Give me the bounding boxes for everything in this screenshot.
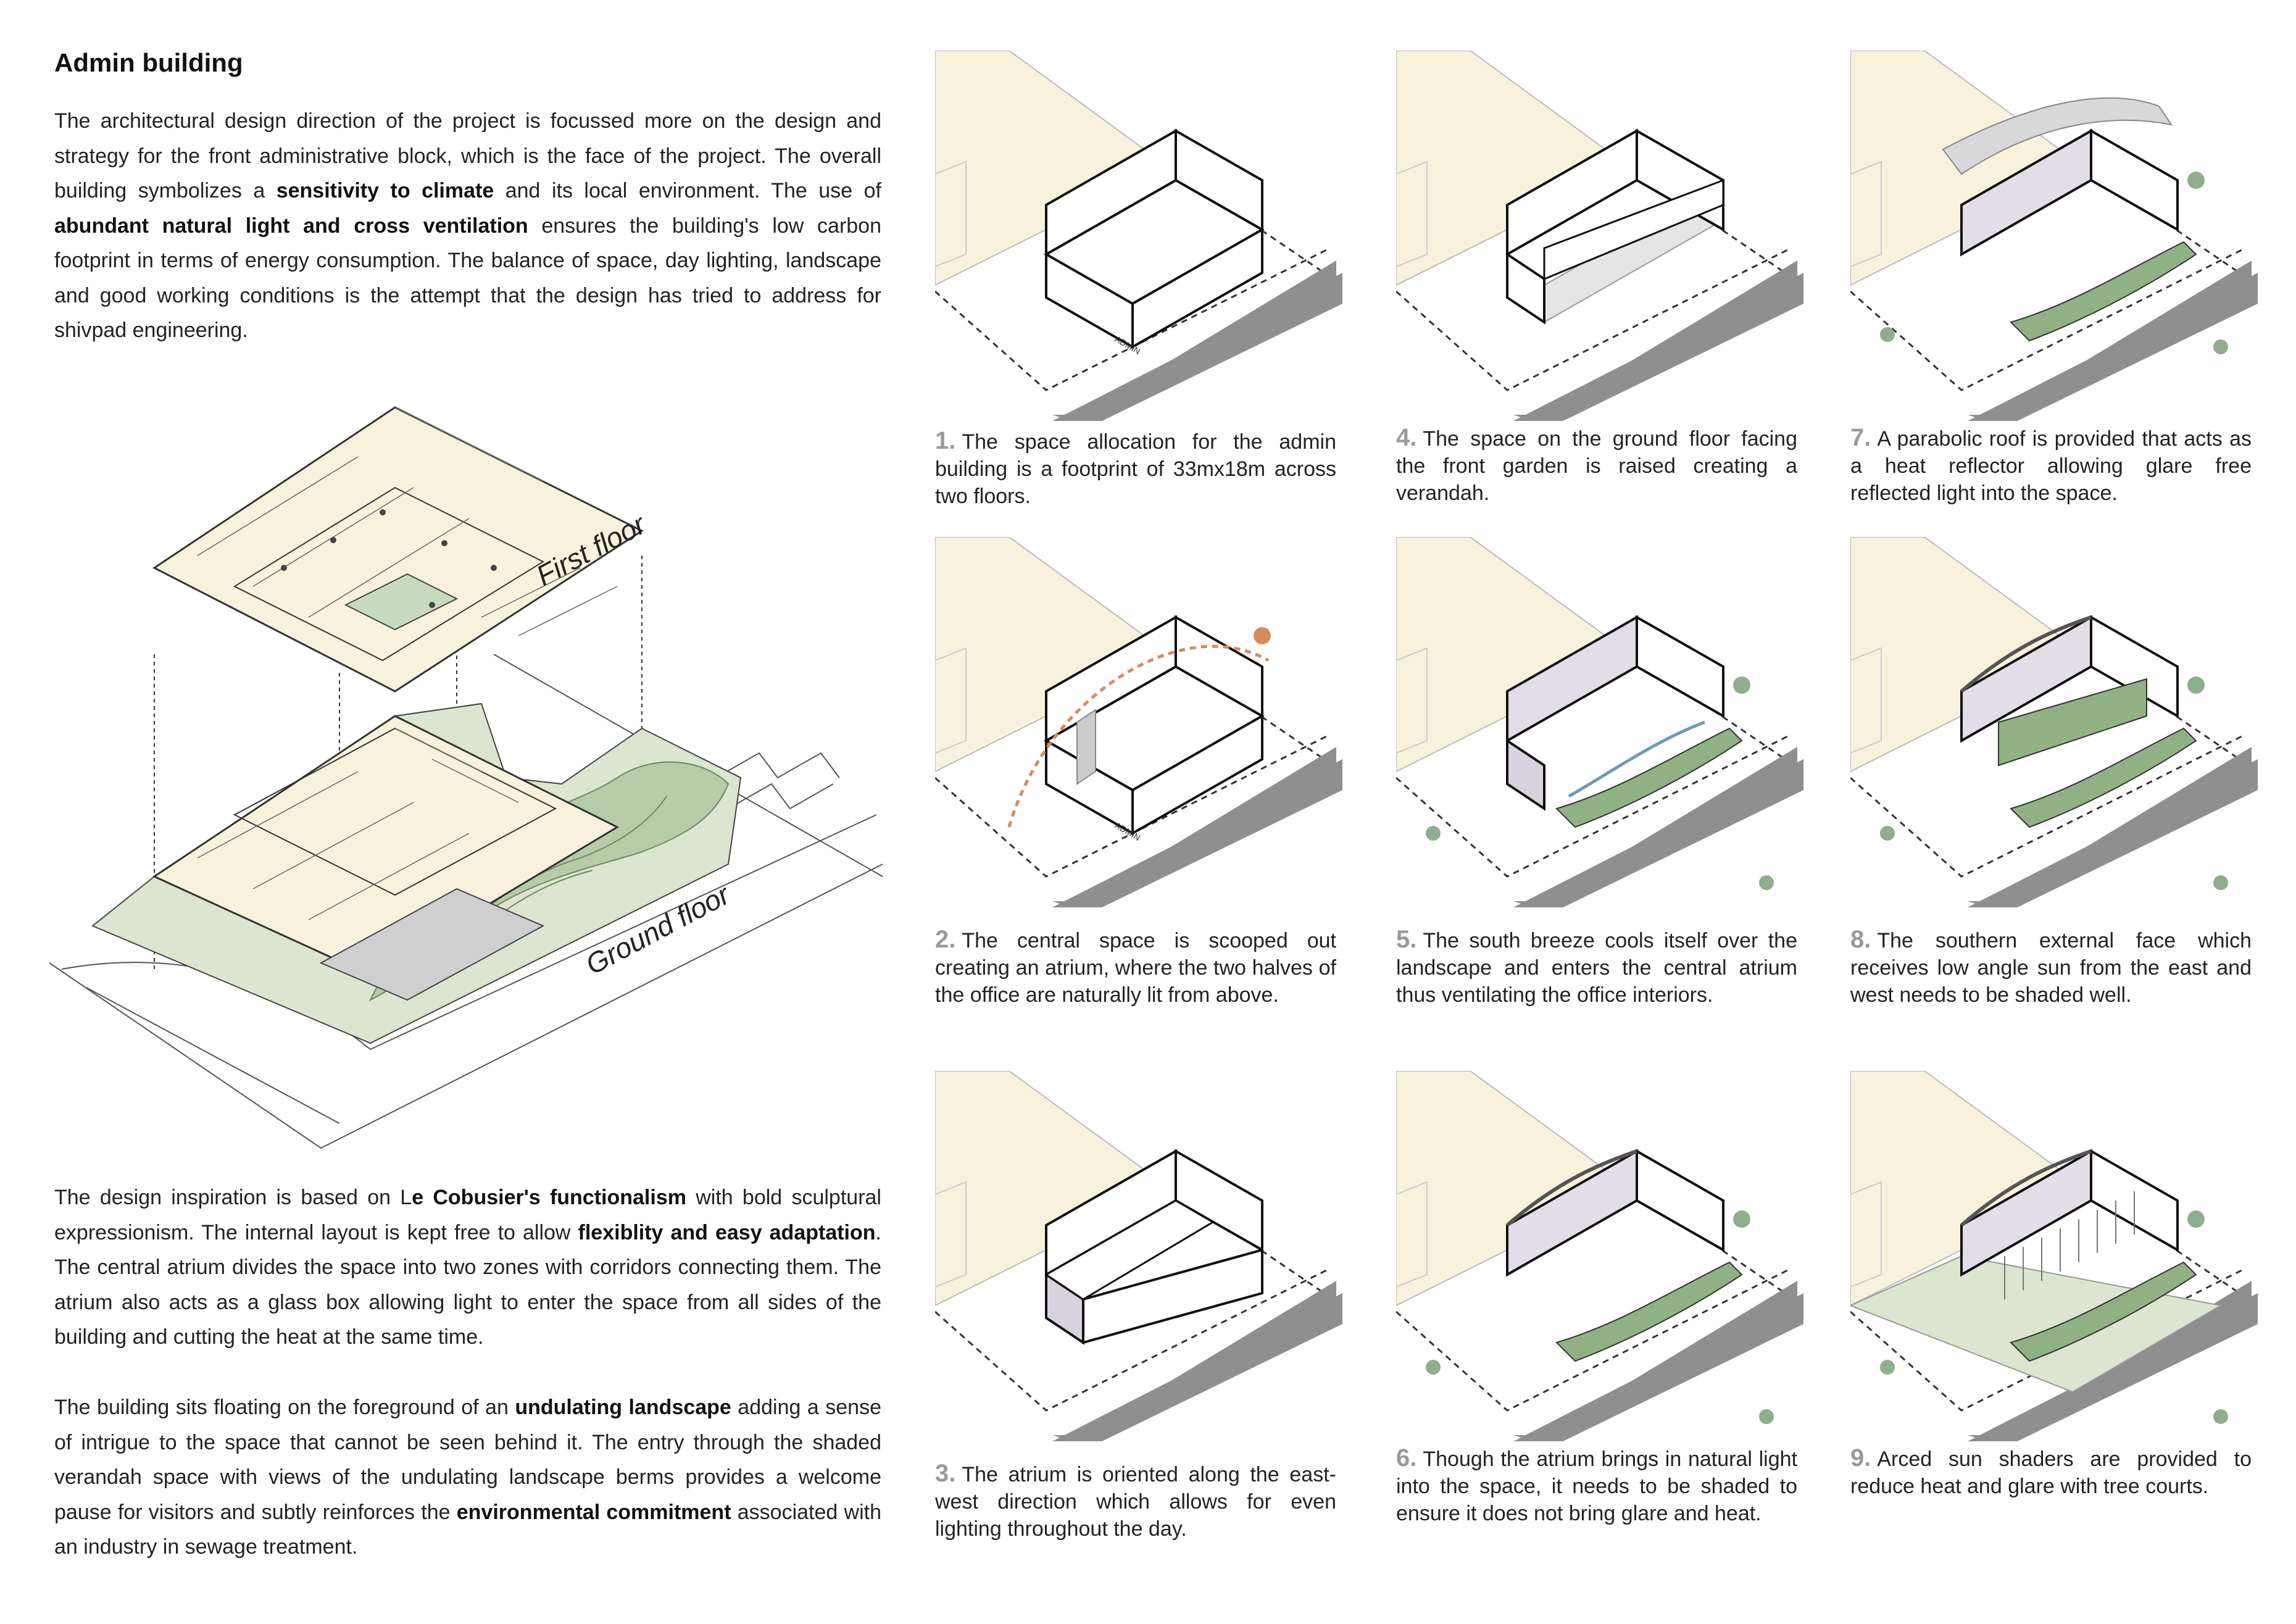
tree-icon — [2187, 172, 2205, 189]
southern-face — [1998, 678, 2147, 767]
tree-icon — [1880, 1360, 1895, 1375]
breeze-arrow — [1568, 720, 1705, 798]
landscape-paragraph: The building sits floating on the foregr… — [54, 1396, 881, 1559]
tree-icon — [1759, 875, 1774, 890]
exploded-floor-plan: First floor Ground floor — [49, 406, 883, 1149]
massing-diagram-1: ADMIN — [935, 51, 1344, 421]
sun-shaders — [2004, 1191, 2135, 1299]
tree-icon — [2213, 875, 2228, 890]
tree-icon — [1733, 1210, 1750, 1228]
tree-icon — [2187, 1210, 2205, 1228]
ground-floor-plan — [91, 702, 742, 1044]
sun-path — [1007, 644, 1270, 828]
step-caption-2: 2.The central space is scooped out creat… — [935, 926, 1336, 1007]
step-caption-6: 6.Though the atrium brings in natural li… — [1396, 1444, 1797, 1525]
massing-diagram-6 — [1396, 1071, 1805, 1441]
massing-diagram-5 — [1396, 537, 1805, 907]
tree-icon — [2213, 339, 2228, 354]
parabolic-roof — [1942, 97, 2173, 175]
tree-icon — [1426, 826, 1441, 841]
first-floor-plan — [152, 406, 644, 693]
tree-icon — [1733, 677, 1750, 694]
tree-icon — [1759, 1409, 1774, 1424]
step-caption-5: 5.The south breeze cools itself over the… — [1396, 926, 1797, 1007]
step-caption-1: 1.The space allocation for the admin bui… — [935, 427, 1336, 508]
tree-icon — [1880, 826, 1895, 841]
sun-icon — [1254, 627, 1271, 644]
tree-icon — [1880, 327, 1895, 342]
landscape-berm — [2010, 727, 2197, 828]
massing-diagram-2: ADMIN — [935, 537, 1344, 907]
step-caption-9: 9.Arced sun shaders are provided to redu… — [1850, 1444, 2252, 1498]
massing-diagram-4 — [1396, 51, 1805, 421]
design-paragraph: The design inspiration is based on Le Co… — [54, 1186, 881, 1349]
landscape-berm — [2010, 241, 2197, 342]
massing-diagram-7 — [1850, 51, 2259, 421]
tree-icon — [2213, 1409, 2228, 1424]
landscape-berm — [1555, 727, 1743, 828]
landscape-berm — [1555, 1261, 1743, 1362]
step-caption-3: 3.The atrium is oriented along the east-… — [935, 1460, 1336, 1541]
landscape-berm — [2010, 1261, 2197, 1362]
page-title: Admin building — [54, 48, 243, 77]
intro-paragraph: The architectural design direction of th… — [54, 109, 881, 342]
step-caption-7: 7.A parabolic roof is provided that acts… — [1850, 424, 2252, 505]
massing-diagram-8 — [1850, 537, 2259, 907]
massing-diagram-9 — [1850, 1071, 2259, 1441]
tree-icon — [2187, 677, 2205, 694]
step-caption-8: 8.The southern external face which recei… — [1850, 926, 2252, 1007]
massing-diagram-3 — [935, 1071, 1344, 1441]
tree-icon — [1426, 1360, 1441, 1375]
step-caption-4: 4.The space on the ground floor facing t… — [1396, 424, 1797, 505]
